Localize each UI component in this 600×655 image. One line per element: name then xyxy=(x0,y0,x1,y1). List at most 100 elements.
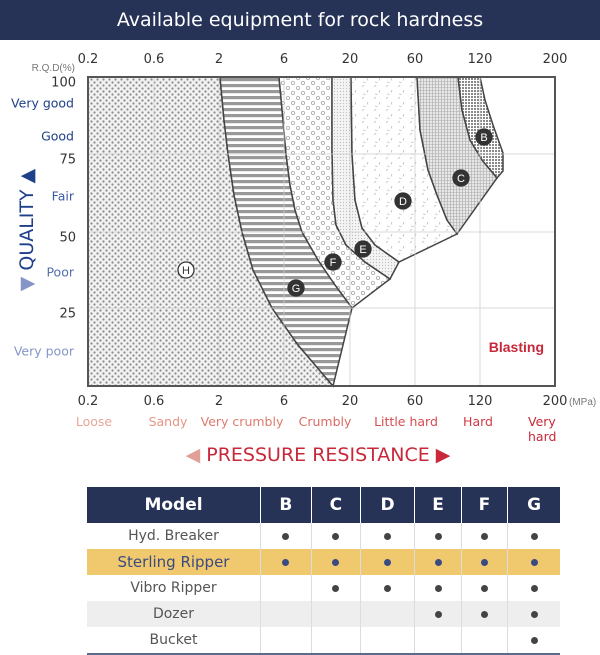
available-dot-icon xyxy=(434,533,442,540)
pressure-axis-text: PRESSURE RESISTANCE xyxy=(206,444,430,466)
region-marker-g: G xyxy=(287,279,305,297)
x-tick-top: 6 xyxy=(279,52,289,67)
region-marker-d: D xyxy=(394,192,412,210)
region-letter: E xyxy=(359,244,366,256)
compat-cell xyxy=(260,549,312,575)
compat-cell xyxy=(359,601,415,627)
y-tick: 25 xyxy=(59,306,76,322)
quality-label: Very good xyxy=(11,95,74,111)
region-letter: B xyxy=(480,132,487,144)
compat-cell xyxy=(260,575,312,601)
model-name: Sterling Ripper xyxy=(87,549,261,575)
column-header: G xyxy=(507,487,560,523)
available-dot-icon xyxy=(530,637,538,644)
blasting-label: Blasting xyxy=(489,339,544,355)
table-row: Dozer xyxy=(87,601,560,627)
available-dot-icon xyxy=(332,559,340,566)
arrow-down-icon: ▼ xyxy=(16,270,38,292)
quality-axis-label: ▼ QUALITY ▲ xyxy=(16,169,38,292)
available-dot-icon xyxy=(384,559,392,566)
available-dot-icon xyxy=(480,611,488,618)
available-dot-icon xyxy=(282,533,290,540)
hardness-label: Hard xyxy=(463,414,493,429)
x-tick-top: 0.6 xyxy=(143,52,165,67)
model-name: Vibro Ripper xyxy=(130,580,217,596)
compat-cell xyxy=(414,549,462,575)
available-dot-icon xyxy=(530,585,538,592)
x-tick-bottom: 200 xyxy=(542,394,568,409)
hardness-label: Sandy xyxy=(148,414,188,429)
arrow-up-icon: ▲ xyxy=(16,168,38,190)
x-tick-top: 60 xyxy=(406,52,424,67)
region-letter: F xyxy=(330,257,337,269)
compat-cell xyxy=(414,575,462,601)
region-marker-b: B xyxy=(475,128,493,146)
region-marker-c: C xyxy=(452,169,470,187)
hardness-label: Loose xyxy=(75,414,113,429)
available-dot-icon xyxy=(480,585,488,592)
hardness-label: Crumbly xyxy=(298,414,352,429)
available-dot-icon xyxy=(530,611,538,618)
compat-cell xyxy=(460,601,508,627)
quality-label: Poor xyxy=(46,264,74,280)
available-dot-icon xyxy=(332,533,340,540)
compat-cell xyxy=(310,523,361,549)
region-marker-h: H xyxy=(177,261,195,279)
x-tick-bottom: 20 xyxy=(341,394,359,409)
table-row: Vibro Ripper xyxy=(87,575,560,601)
x-tick-top: 120 xyxy=(467,52,493,67)
column-header: B xyxy=(260,487,312,523)
compat-cell xyxy=(460,523,508,549)
region-marker-e: E xyxy=(354,240,372,258)
available-dot-icon xyxy=(530,533,538,540)
mpa-unit: (MPa) xyxy=(569,397,597,408)
available-dot-icon xyxy=(480,559,488,566)
compat-cell xyxy=(414,523,462,549)
available-dot-icon xyxy=(480,533,488,540)
region-marker-f: F xyxy=(324,253,342,271)
column-header: F xyxy=(460,487,508,523)
compat-cell xyxy=(310,601,361,627)
table-row: Hyd. Breaker xyxy=(87,523,560,549)
region-letter: C xyxy=(457,173,465,185)
available-dot-icon xyxy=(530,559,538,566)
x-tick-top: 2 xyxy=(214,52,224,67)
column-header: E xyxy=(414,487,462,523)
compat-cell xyxy=(260,601,312,627)
hardness-label: Little hard xyxy=(374,414,438,429)
y-tick: 100 xyxy=(51,75,76,91)
compat-cell xyxy=(359,549,415,575)
compat-cell xyxy=(460,575,508,601)
column-header: Model xyxy=(87,487,261,523)
region-letter: D xyxy=(399,196,407,208)
hardness-chart: B C D E F G H Blasting xyxy=(87,76,556,388)
pressure-axis-label: ◀ PRESSURE RESISTANCE ▶ xyxy=(186,444,451,466)
compat-cell xyxy=(507,523,560,549)
hardness-label: Very crumbly xyxy=(200,414,284,429)
region-letter: H xyxy=(182,265,190,277)
available-dot-icon xyxy=(384,533,392,540)
compat-cell xyxy=(310,549,361,575)
available-dot-icon xyxy=(384,585,392,592)
x-tick-bottom: 2 xyxy=(214,394,224,409)
available-dot-icon xyxy=(434,611,442,618)
x-tick-bottom: 60 xyxy=(406,394,424,409)
available-dot-icon xyxy=(434,559,442,566)
compat-cell xyxy=(460,549,508,575)
table-row: Sterling Ripper xyxy=(87,549,560,575)
y-tick: 50 xyxy=(59,230,76,246)
arrow-left-icon: ◀ xyxy=(185,444,207,466)
compat-cell xyxy=(507,549,560,575)
quality-axis-text: QUALITY xyxy=(16,189,38,271)
x-tick-bottom: 0.6 xyxy=(143,394,165,409)
x-tick-top: 20 xyxy=(341,52,359,67)
quality-label: Good xyxy=(41,128,74,144)
y-tick: 75 xyxy=(59,152,76,168)
hardness-label: Very hard xyxy=(528,414,557,444)
available-dot-icon xyxy=(434,585,442,592)
arrow-right-icon: ▶ xyxy=(429,444,451,466)
x-tick-bottom: 0.2 xyxy=(77,394,99,409)
x-tick-bottom: 120 xyxy=(467,394,493,409)
gridlines xyxy=(88,77,555,386)
